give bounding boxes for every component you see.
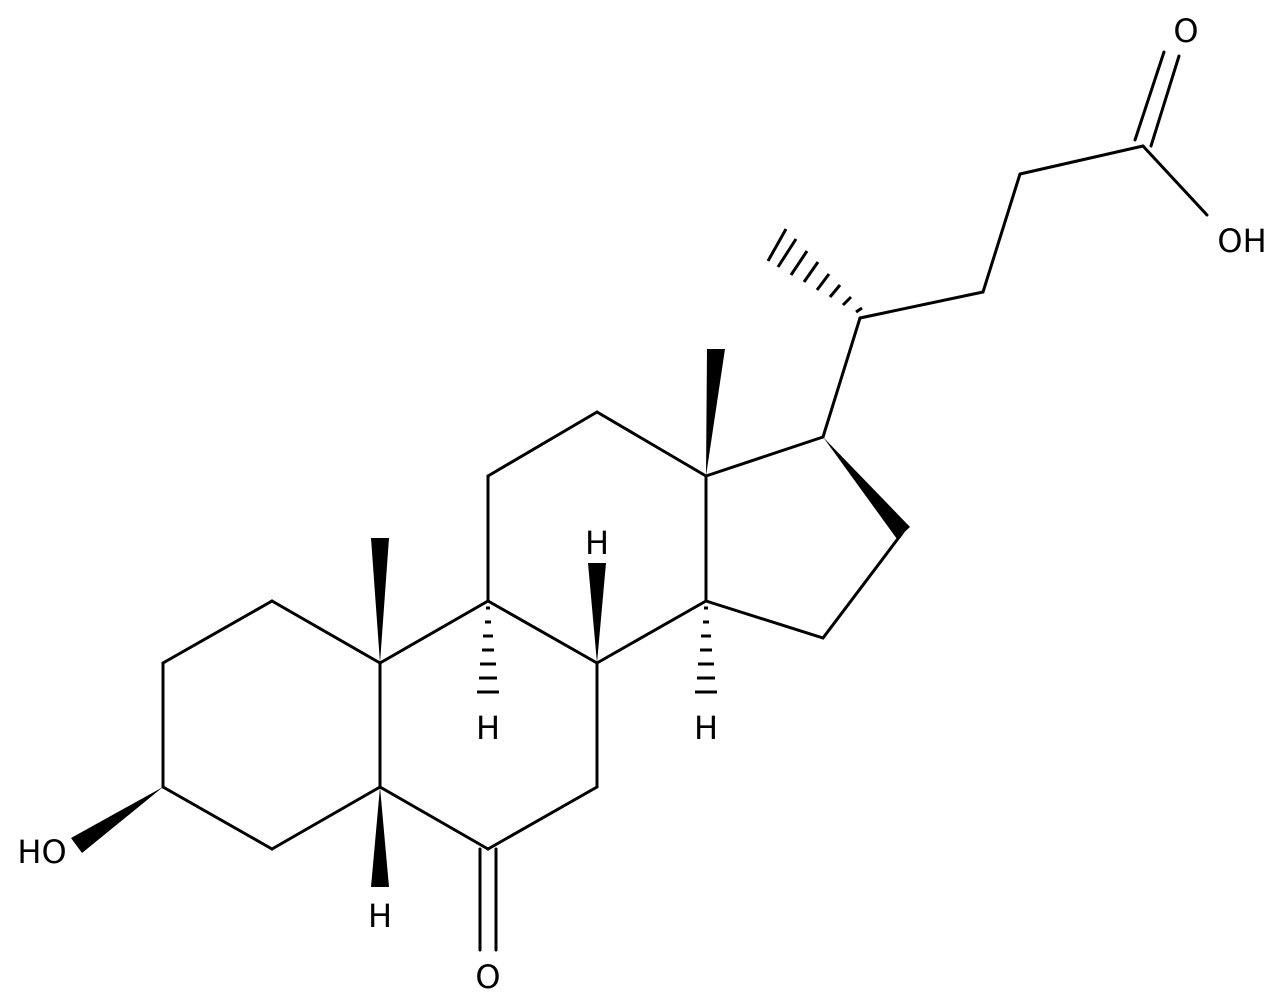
wedge-c13-methyl	[706, 349, 725, 476]
wedge-c10-methyl	[371, 538, 389, 663]
side-chain-bonds	[821, 50, 1209, 439]
ring-d-bonds	[704, 435, 905, 640]
label-h-c5: H	[368, 897, 392, 935]
hash-c14-h	[695, 606, 717, 694]
wedge-c5-h	[371, 787, 389, 887]
label-acid-oh: OH	[1217, 222, 1266, 260]
label-h-c14: H	[694, 709, 718, 747]
label-ketone-o: O	[475, 958, 500, 996]
ketone-double-bond	[478, 847, 498, 952]
label-acid-carbonyl-o: O	[1173, 12, 1198, 50]
ring-b-bonds	[378, 599, 599, 851]
label-h-c8: H	[585, 524, 609, 562]
wedge-c8-h	[588, 563, 606, 663]
label-h-c9: H	[476, 709, 500, 747]
ring-c-bonds	[486, 410, 708, 665]
label-c3-ho: HO	[17, 833, 66, 871]
wedge-c17-c16	[823, 437, 910, 539]
hash-c20-methyl	[766, 228, 863, 314]
hash-c9-h	[477, 606, 499, 694]
wedge-c3-ho	[71, 787, 163, 853]
ring-a-bonds	[161, 599, 382, 851]
